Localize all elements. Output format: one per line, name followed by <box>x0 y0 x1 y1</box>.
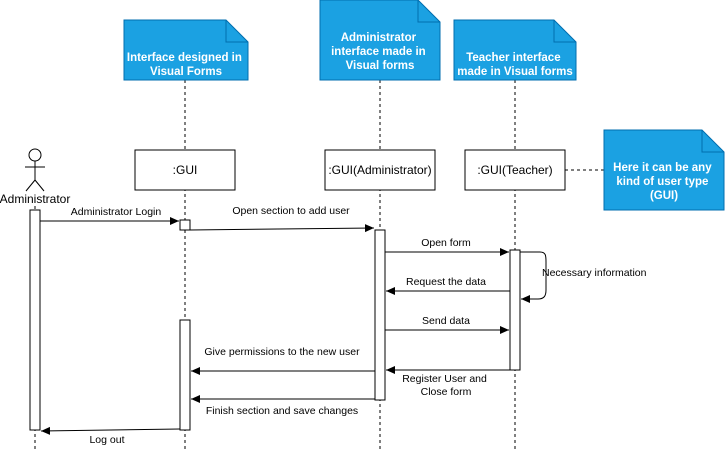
gui-admin-box-label: :GUI(Administrator) <box>328 163 431 177</box>
actor-label: Administrator <box>0 192 70 206</box>
msg-send-data: Send data <box>422 315 470 327</box>
gui-box-label: :GUI <box>173 163 198 177</box>
msg-necessary-info: Necessary information <box>542 267 647 279</box>
gui-teacher-activation <box>509 249 521 371</box>
gui-admin-box <box>324 149 436 191</box>
actor-activation <box>29 209 41 431</box>
msg-necessary-info-arrow <box>520 251 547 303</box>
gui-teacher-box <box>464 149 566 191</box>
msg-admin-login: Administrator Login <box>71 206 162 218</box>
msg-log-out: Log out <box>89 434 124 446</box>
svg-text:Here it can be any kind: Here it can be any kind of user type (GU… <box>613 162 715 202</box>
msg-open-section-arrow <box>189 224 375 233</box>
note-visual-forms: Interface designed in Visual Forms <box>123 19 249 81</box>
msg-request-data: Request the data <box>406 276 486 288</box>
gui-activation-small <box>179 219 191 231</box>
gui-box <box>134 149 236 191</box>
msg-open-section: Open section to add user <box>232 205 350 217</box>
msg-give-permissions: Give permissions to the new user <box>204 346 360 358</box>
msg-log-out-arrow <box>40 426 181 435</box>
note-any-user-type: Here it can be any kind of user type (GU… <box>603 129 725 211</box>
gui-activation <box>179 319 191 431</box>
note-teacher-interface: Teacher interface made in Visual forms <box>453 19 577 81</box>
svg-text:Administrator interface: Administrator interface made in Visual f… <box>331 32 429 72</box>
msg-open-form: Open form <box>421 237 471 249</box>
gui-admin-activation <box>374 229 386 401</box>
msg-finish-section: Finish section and save changes <box>206 405 358 417</box>
svg-text:Interface designed in Vi: Interface designed in Visual Forms <box>127 52 245 78</box>
msg-register-close: Register User and Close form <box>402 373 490 398</box>
gui-teacher-box-label: :GUI(Teacher) <box>477 163 552 177</box>
svg-text:Teacher interface made i: Teacher interface made in Visual forms <box>457 52 572 78</box>
administrator-actor-icon <box>25 148 45 192</box>
note-admin-interface: Administrator interface made in Visual f… <box>319 0 441 81</box>
